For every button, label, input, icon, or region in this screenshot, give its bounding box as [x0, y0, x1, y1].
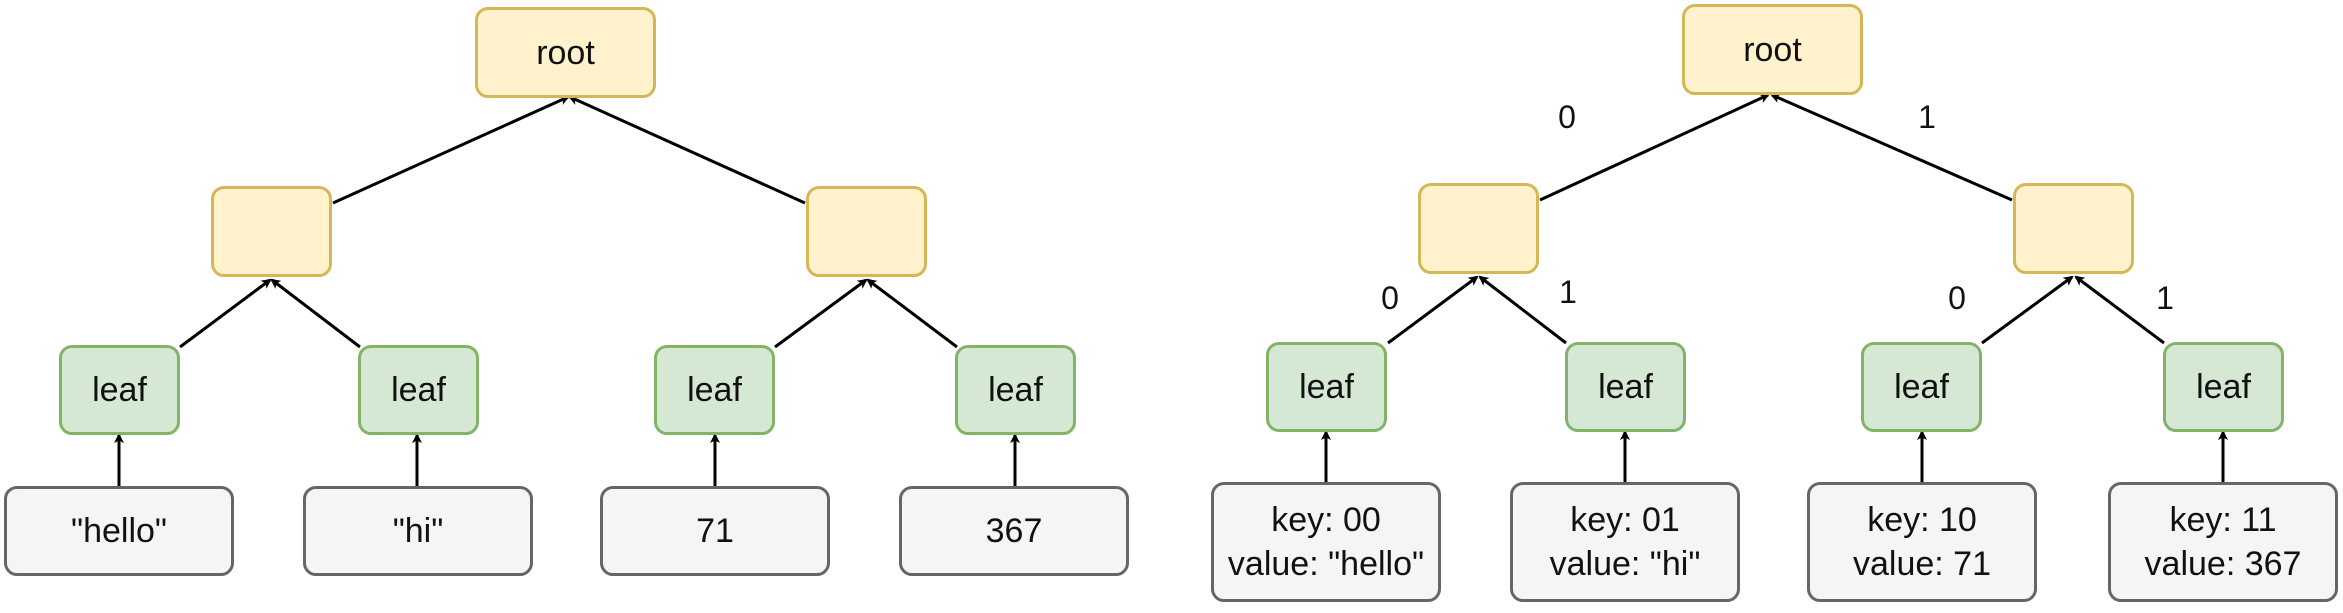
left-root-label: root [536, 33, 595, 72]
right-entry-box-3: key: 10 value: 71 [1807, 482, 2037, 602]
right-edge-label-root-left: 0 [1558, 99, 1576, 135]
left-leaf-label-1: leaf [92, 371, 147, 409]
edge-right-a-to-root [1539, 93, 1770, 202]
left-value-text-1: "hello" [71, 512, 167, 550]
left-value-box-3: 71 [600, 486, 830, 576]
edge-left-a-to-root [332, 95, 570, 205]
right-internal-node-1 [2013, 183, 2134, 274]
right-entry-value-4: value: 367 [2144, 545, 2302, 583]
left-leaf-label-4: leaf [988, 371, 1043, 409]
right-entry-value-2: value: "hi" [1549, 545, 1701, 583]
right-root-node: root [1682, 4, 1863, 95]
left-value-box-1: "hello" [4, 486, 234, 576]
left-root-node: root [475, 7, 656, 98]
right-entry-key-3: key: 10 [1867, 501, 1977, 539]
edge-right-b-to-root [1770, 93, 2013, 202]
right-leaf-node-2: leaf [1565, 342, 1686, 432]
left-leaf-label-3: leaf [687, 371, 742, 409]
edge-left-leaf4-to-b [866, 278, 958, 349]
right-entry-value-3: value: 71 [1853, 545, 1991, 583]
right-leaf-node-1: leaf [1266, 342, 1387, 432]
left-leaf-node-4: leaf [955, 345, 1076, 435]
edge-right-leaf3-to-b [1981, 275, 2074, 345]
left-value-text-4: 367 [985, 512, 1043, 550]
right-leaf-node-3: leaf [1861, 342, 1982, 432]
left-leaf-node-1: leaf [59, 345, 180, 435]
edge-left-leaf3-to-b [774, 278, 868, 349]
right-entry-box-1: key: 00 value: "hello" [1211, 482, 1441, 602]
left-value-box-4: 367 [899, 486, 1129, 576]
left-internal-node-1 [806, 186, 927, 277]
edge-left-leaf1-to-a [179, 278, 272, 349]
right-edge-label-a-right: 1 [1559, 274, 1577, 310]
right-internal-node-0 [1418, 183, 1539, 274]
right-leaf-label-3: leaf [1894, 368, 1949, 406]
right-entry-value-1: value: "hello" [1227, 545, 1425, 583]
right-edge-label-b-left: 0 [1948, 280, 1966, 316]
right-edge-label-root-right: 1 [1918, 99, 1936, 135]
right-entry-key-1: key: 00 [1271, 501, 1381, 539]
right-edge-label-b-right: 1 [2156, 280, 2174, 316]
right-entry-key-4: key: 11 [2169, 501, 2277, 539]
right-entry-key-2: key: 01 [1570, 501, 1680, 539]
right-root-label: root [1743, 30, 1802, 69]
right-entry-box-2: key: 01 value: "hi" [1510, 482, 1740, 602]
right-entry-box-4: key: 11 value: 367 [2108, 482, 2338, 602]
edge-left-leaf2-to-a [270, 278, 361, 349]
edge-right-leaf2-to-a [1478, 275, 1567, 345]
left-value-text-3: 71 [696, 512, 734, 550]
right-leaf-node-4: leaf [2163, 342, 2284, 432]
right-leaf-label-2: leaf [1598, 368, 1653, 406]
right-edge-label-a-left: 0 [1381, 280, 1399, 316]
left-value-text-2: "hi" [392, 512, 444, 550]
left-leaf-node-2: leaf [358, 345, 479, 435]
edge-right-leaf1-to-a [1387, 275, 1479, 345]
left-leaf-label-2: leaf [391, 371, 446, 409]
left-leaf-node-3: leaf [654, 345, 775, 435]
edge-left-b-to-root [568, 95, 806, 205]
right-leaf-label-1: leaf [1299, 368, 1354, 406]
right-leaf-label-4: leaf [2196, 368, 2251, 406]
left-internal-node-0 [211, 186, 332, 277]
edge-right-leaf4-to-b [2074, 275, 2165, 345]
left-value-box-2: "hi" [303, 486, 533, 576]
